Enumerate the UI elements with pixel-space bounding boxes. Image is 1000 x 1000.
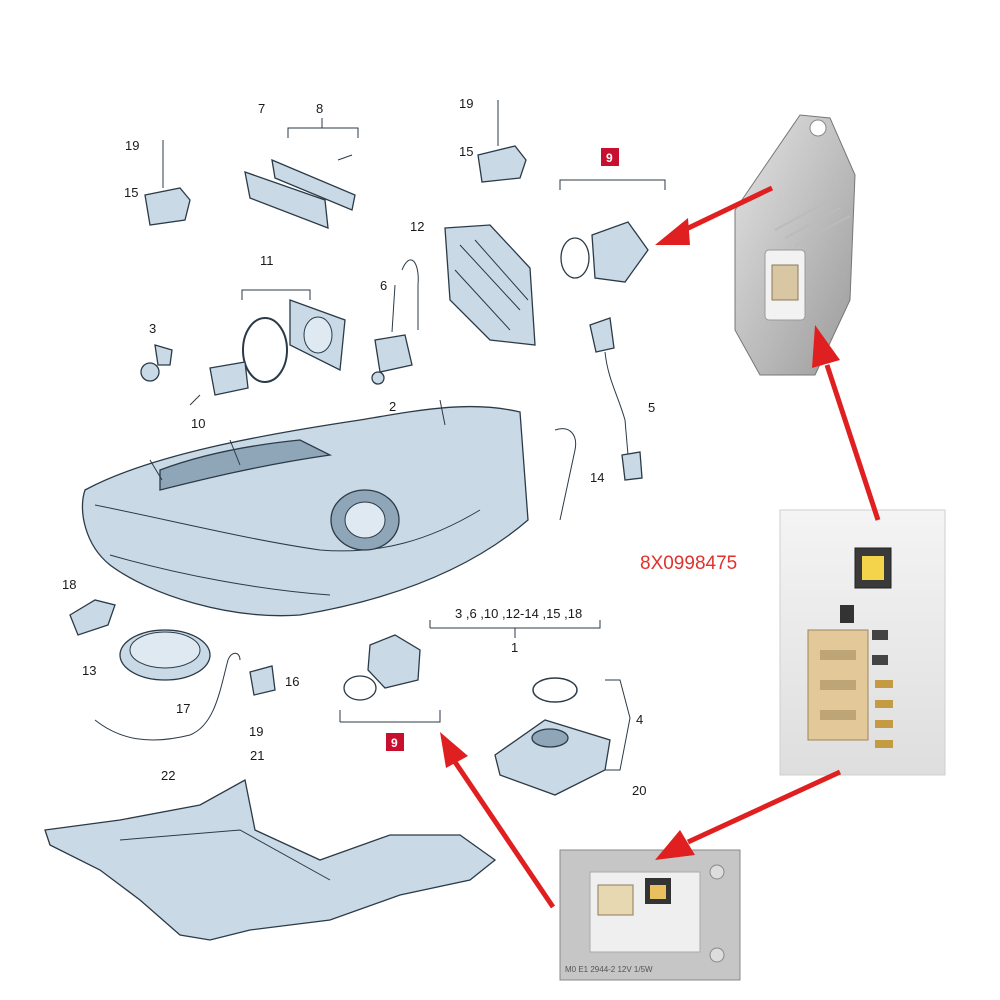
callout-9-top-bracket	[559, 179, 666, 190]
callout-5: 5	[648, 400, 655, 415]
callout-12: 12	[410, 219, 424, 234]
part-8-bracket	[271, 154, 356, 211]
callout-9-bottom: 9	[391, 736, 398, 750]
callout-19-bottom: 19	[249, 724, 263, 739]
photo-led-module-bottom: M0 E1 2944-2 12V 1/5W	[559, 849, 741, 981]
callout-20: 20	[632, 783, 646, 798]
part-15-adjuster-left	[144, 140, 191, 226]
arrows	[440, 185, 881, 909]
callout-22: 22	[161, 768, 175, 783]
photo-led-module-top	[734, 114, 856, 376]
photo-led-pcb	[779, 509, 946, 776]
part-14-seal	[554, 428, 577, 521]
part-9-control-unit-top	[560, 221, 649, 283]
callout-3: 3	[149, 321, 156, 336]
callout-8-bracket	[287, 118, 359, 138]
callout-21: 21	[250, 748, 264, 763]
callout-9-top: 9	[606, 151, 613, 165]
arrow-to-callout-9-top	[678, 185, 774, 235]
callout-11-bracket	[241, 289, 311, 300]
part-12-cover-grille	[444, 224, 536, 346]
arrow-to-led-module-bottom	[686, 769, 842, 845]
callout-4-bracket	[605, 679, 631, 771]
assembly-bracket	[429, 620, 601, 638]
callout-19-top-left: 19	[125, 138, 139, 153]
callout-9-top-box	[601, 148, 619, 166]
callout-19-top-right: 19	[459, 96, 473, 111]
callout-4: 4	[636, 712, 643, 727]
callout-7: 7	[258, 101, 265, 116]
part-7-trim-strip	[244, 171, 329, 229]
callout-1: 1	[511, 640, 518, 655]
part-6-clip	[391, 259, 419, 333]
part-number: 8X0998475	[640, 553, 737, 574]
callout-13: 13	[82, 663, 96, 678]
part-22-underbody-panel	[44, 778, 497, 941]
part-5-wiring	[589, 317, 643, 481]
callout-15-top-right: 15	[459, 144, 473, 159]
arrow-to-led-module-top	[824, 364, 881, 521]
assembly-list: 3 ,6 ,10 ,12-14 ,15 ,18	[455, 606, 582, 621]
part-15-adjuster-right	[477, 100, 527, 183]
callout-18: 18	[62, 577, 76, 592]
callout-15-top-left: 15	[124, 185, 138, 200]
part-17-hose	[94, 652, 241, 741]
pcb-print-label: M0 E1 2944-2 12V 1/5W	[565, 965, 653, 974]
callout-8: 8	[316, 101, 323, 116]
part-2-bulb	[371, 334, 413, 385]
part-9-control-unit-bottom	[343, 634, 421, 701]
part-16-clip	[249, 665, 276, 696]
callout-2: 2	[389, 399, 396, 414]
callout-14: 14	[590, 470, 604, 485]
part-10-actuator	[189, 361, 249, 406]
callout-16: 16	[285, 674, 299, 689]
callout-6: 6	[380, 278, 387, 293]
callout-17: 17	[176, 701, 190, 716]
callout-labels: 7 8 19 15 19 15 9 11 12 6 3 2 10 5 14 18…	[62, 96, 666, 798]
part-11-lens-ring	[242, 299, 346, 383]
headlight-housing	[81, 399, 529, 617]
callout-9-bottom-box	[386, 733, 404, 751]
callout-10: 10	[191, 416, 205, 431]
arrow-to-callout-9-bottom	[452, 760, 556, 909]
part-4-ballast	[494, 677, 611, 796]
part-13-cap	[119, 629, 211, 681]
callout-11: 11	[260, 253, 274, 268]
part-18-bulb	[69, 599, 116, 636]
part-3-bulb	[140, 344, 173, 382]
callout-9-bottom-bracket	[339, 710, 441, 723]
